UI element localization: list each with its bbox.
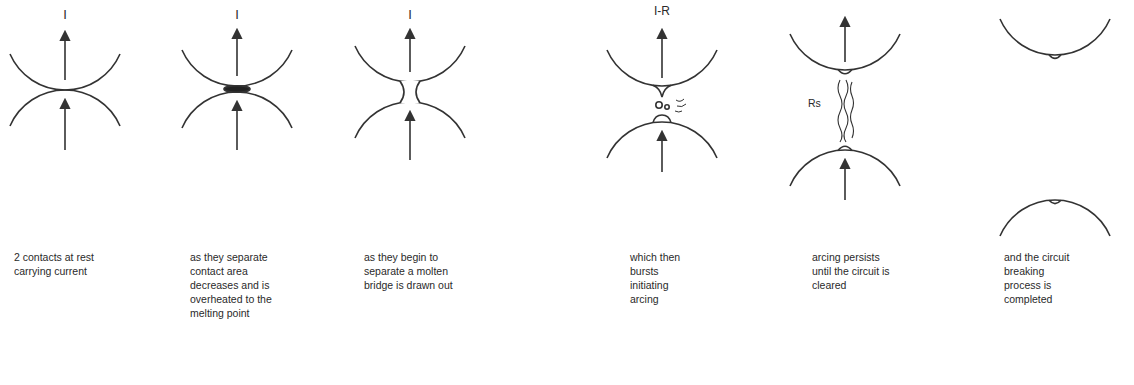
- contact-pit: [1049, 55, 1061, 59]
- contact-crater: [838, 70, 852, 74]
- step-caption: as they separate contact area decreases …: [190, 250, 286, 320]
- arc-column: [844, 80, 848, 142]
- current-arrow: [409, 30, 411, 72]
- arc-column: [838, 80, 842, 142]
- hot-contact-spot: [224, 86, 250, 92]
- step-caption: as they begin to separate a molten bridg…: [364, 250, 456, 292]
- current-label: I-R: [637, 4, 687, 18]
- current-label: I: [50, 8, 80, 22]
- step-caption: which then bursts initiating arcing: [630, 250, 700, 306]
- molten-bridge: [400, 81, 404, 103]
- current-arrow: [844, 160, 846, 200]
- current-arrow: [236, 30, 238, 76]
- current-arrow: [661, 132, 663, 172]
- molten-tip: [653, 85, 671, 97]
- step-caption: arcing persists until the circuit is cle…: [812, 250, 892, 292]
- molten-bridge-fill: [401, 81, 419, 103]
- current-arrow: [844, 18, 846, 62]
- current-arrow: [64, 100, 66, 150]
- step-caption: and the circuit breaking process is comp…: [1004, 250, 1080, 306]
- metal-droplet: [656, 102, 662, 108]
- burst-spark: [675, 99, 686, 112]
- contact-pit: [1049, 200, 1061, 203]
- arc-resistance-label: Rs: [808, 96, 834, 110]
- current-arrow: [236, 102, 238, 150]
- current-label: I: [222, 8, 252, 22]
- step-caption: 2 contacts at rest carrying current: [14, 250, 98, 278]
- current-label: I: [395, 8, 425, 22]
- current-arrow: [64, 32, 66, 80]
- current-arrow: [661, 30, 663, 78]
- metal-droplet: [665, 105, 669, 109]
- upper-contact: [1000, 19, 1110, 55]
- molten-bridge: [416, 81, 420, 103]
- contact-crater: [838, 146, 852, 150]
- lower-contact: [1000, 200, 1110, 236]
- arc-column: [851, 82, 854, 138]
- molten-bump: [653, 115, 671, 123]
- current-arrow: [409, 112, 411, 160]
